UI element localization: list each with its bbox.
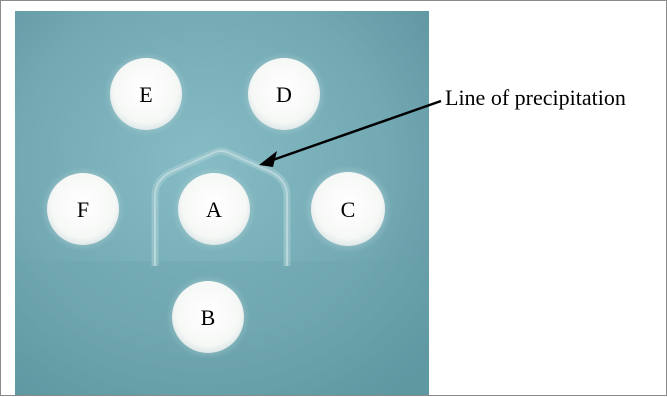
- well-label-E: E: [139, 82, 152, 107]
- well-label-B: B: [201, 305, 216, 330]
- well-E: E: [110, 58, 182, 130]
- well-B: B: [172, 281, 244, 353]
- well-A: A: [178, 173, 250, 245]
- well-label-C: C: [341, 197, 356, 222]
- well-D: D: [248, 58, 320, 130]
- precipitation-callout-label: Line of precipitation: [445, 85, 626, 110]
- gel-image: E D F A C B: [15, 11, 429, 395]
- well-label-D: D: [276, 82, 292, 107]
- agar-gel-plate: E D F A C B: [15, 11, 429, 395]
- well-F: F: [47, 173, 119, 245]
- well-label-F: F: [77, 197, 89, 222]
- well-label-A: A: [206, 197, 222, 222]
- well-C: C: [311, 172, 385, 246]
